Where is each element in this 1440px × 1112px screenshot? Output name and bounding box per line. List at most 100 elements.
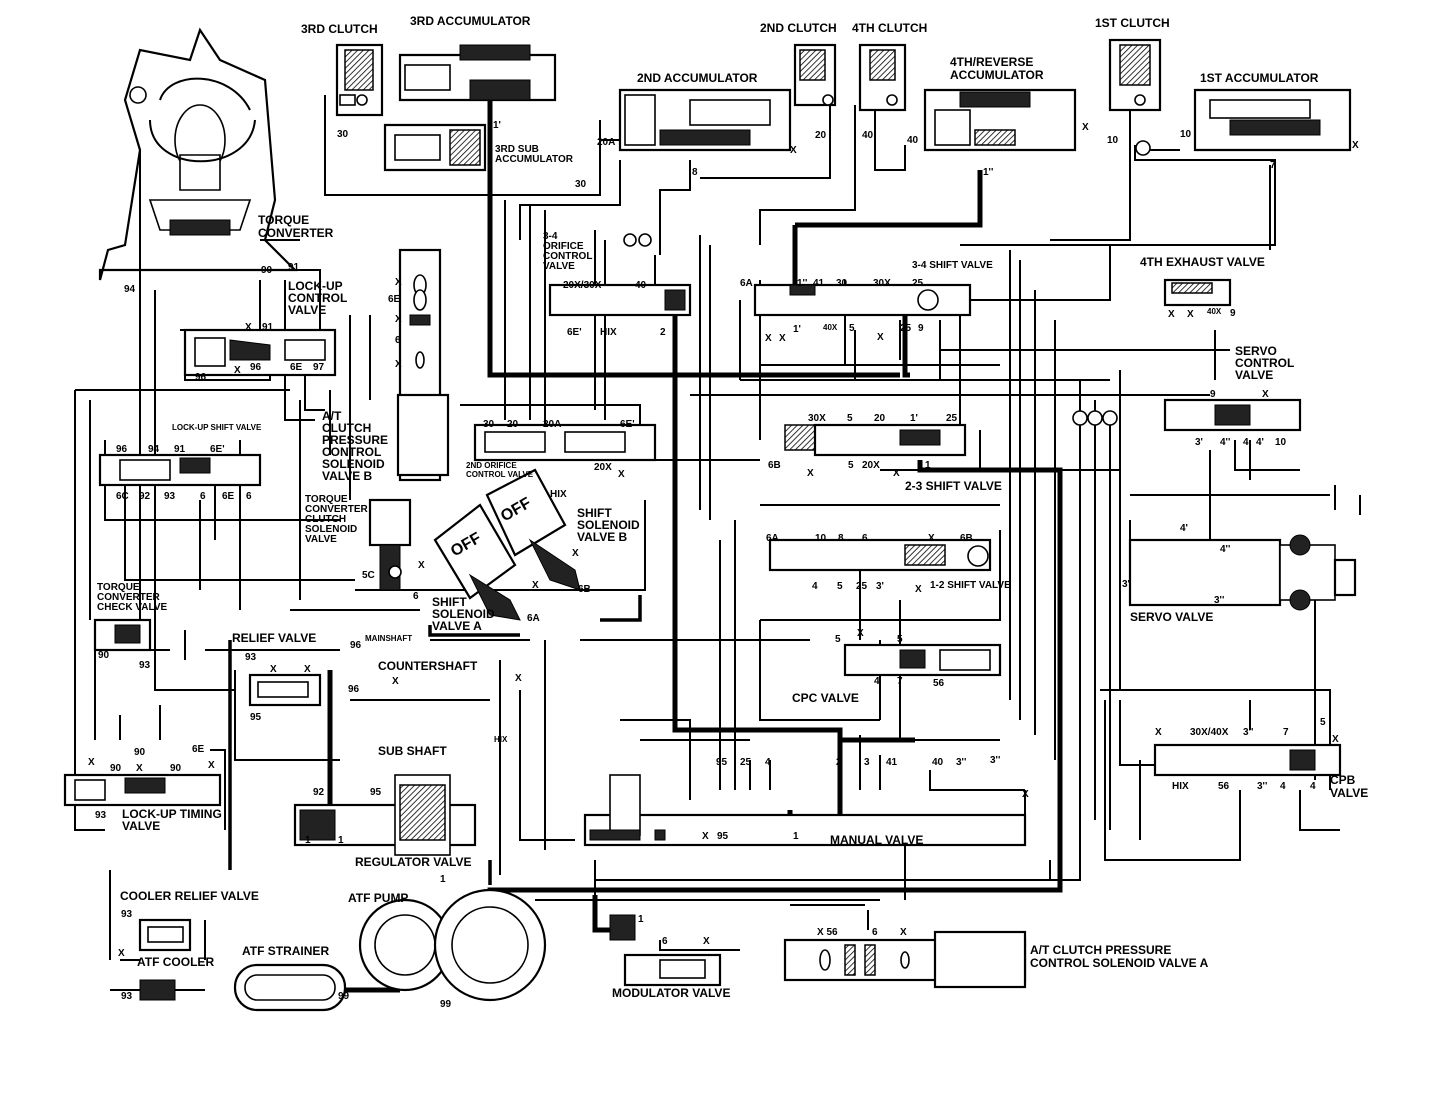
port-label: X — [532, 580, 539, 591]
label-lock-up-control-1: LOCK-UP — [288, 279, 343, 293]
torque-converter — [98, 27, 300, 281]
regulator-valve-body — [293, 774, 477, 856]
label-4th-clutch: 4TH CLUTCH — [852, 21, 927, 35]
label-1st-clutch: 1ST CLUTCH — [1095, 16, 1170, 30]
label-atcp-b-3: PRESSURE — [322, 433, 388, 447]
port-label: X — [618, 469, 625, 480]
label-3rd-accumulator: 3RD ACCUMULATOR — [410, 14, 531, 28]
port-label: 41 — [886, 757, 898, 768]
port-label: 6C — [116, 491, 129, 502]
port-label: 10 — [815, 533, 827, 544]
port-label: 6 — [395, 335, 401, 346]
port-label: 1'' — [983, 167, 993, 178]
port-label: 6E — [192, 744, 205, 755]
fourth-clutch — [858, 43, 907, 112]
label-3rd-sub-accumulator-2: ACCUMULATOR — [495, 154, 574, 165]
port-label: X — [572, 548, 579, 559]
port-label: X — [1352, 140, 1359, 151]
label-2nd-orifice-2: CONTROL VALVE — [466, 470, 534, 479]
label-shift-solenoid-b-2: SOLENOID — [577, 518, 640, 532]
port-label: 3'' — [1243, 727, 1253, 738]
port-label: 1'' — [797, 278, 807, 289]
port-label: 40X — [823, 323, 838, 332]
port-label: 4 — [765, 757, 771, 768]
label-atcp-b-5: SOLENOID — [322, 457, 385, 471]
port-label: X — [900, 927, 907, 938]
port-label: X — [270, 664, 277, 675]
port-label: X — [1332, 734, 1339, 745]
port-label: X — [515, 673, 522, 684]
port-label: X — [915, 584, 922, 595]
label-atf-strainer: ATF STRAINER — [242, 944, 329, 958]
port-label: X — [877, 332, 884, 343]
port-label: 5 — [847, 413, 853, 424]
port-label: 97 — [313, 362, 325, 373]
port-label: 6E' — [567, 327, 582, 338]
port-label: 9 — [1230, 308, 1236, 319]
port-label: 5C — [362, 570, 375, 581]
port-label: 93 — [95, 810, 107, 821]
port-label: 91 — [262, 322, 274, 333]
port-label: HIX — [550, 489, 567, 500]
port-label: X — [245, 322, 252, 333]
port-label: 94 — [148, 444, 160, 455]
fourth-reverse-accumulator — [923, 88, 1077, 152]
port-label: 25 — [912, 278, 924, 289]
port-label: 7 — [1270, 160, 1276, 171]
label-shift-solenoid-b-3: VALVE B — [577, 530, 628, 544]
port-label: 6B — [960, 533, 973, 544]
port-label: 8 — [692, 167, 698, 178]
port-label: 90 — [261, 265, 273, 276]
label-regulator-valve: REGULATOR VALVE — [355, 855, 471, 869]
shift-1-2-valve-body — [768, 538, 992, 572]
label-3-4-orifice-2: ORIFICE — [543, 241, 584, 252]
label-atcp-b-6: VALVE B — [322, 469, 373, 483]
modulator-valve-body — [609, 914, 722, 987]
port-label: 4 — [1243, 437, 1249, 448]
label-tc-check-1: TORQUE — [97, 582, 140, 593]
label-atcp-b-1: A/T — [322, 409, 342, 423]
port-label: 90 — [134, 747, 146, 758]
port-label: 99 — [338, 991, 350, 1002]
label-3-4-shift-valve: 3-4 SHIFT VALVE — [912, 260, 993, 271]
port-label: X — [208, 760, 215, 771]
port-label: 6E — [388, 294, 401, 305]
label-3-4-orifice-1: 3-4 — [543, 231, 558, 242]
port-label: X — [857, 628, 864, 639]
label-cpb-1: CPB — [1330, 773, 1356, 787]
label-servo-control-3: VALVE — [1235, 368, 1273, 382]
port-label: 3'' — [1257, 781, 1267, 792]
label-3rd-sub-accumulator-1: 3RD SUB — [495, 144, 539, 155]
label-atcp-b-4: CONTROL — [322, 445, 381, 459]
label-tcc-solenoid-1: TORQUE — [305, 494, 348, 505]
lock-up-timing-valve-body — [63, 773, 222, 807]
port-label: HIX — [494, 735, 508, 744]
port-label: 3 — [864, 757, 870, 768]
port-label: 30X — [808, 413, 826, 424]
port-label: 92 — [313, 787, 325, 798]
cpb-valve-body — [1153, 743, 1342, 777]
shift-solenoid-a-body — [433, 503, 521, 621]
port-label: X — [395, 314, 402, 325]
third-clutch — [335, 43, 384, 117]
label-shift-solenoid-a-2: SOLENOID — [432, 607, 495, 621]
port-label: X — [304, 664, 311, 675]
port-label: 30 — [836, 278, 848, 289]
port-label: 3'' — [956, 757, 966, 768]
label-atcp-a-1: A/T CLUTCH PRESSURE — [1030, 943, 1171, 957]
port-label: 93 — [164, 491, 176, 502]
port-label: 40 — [635, 280, 647, 291]
label-cpb-2: VALVE — [1330, 786, 1368, 800]
atf-cooler-body — [139, 979, 176, 1001]
cpc-valve-body — [843, 643, 1002, 677]
port-label: 4 — [874, 676, 880, 687]
port-label: 96 — [348, 684, 360, 695]
lock-up-control-valve-body — [183, 328, 337, 377]
port-label: 4 — [1310, 781, 1316, 792]
port-label: 40 — [862, 130, 874, 141]
port-label: 40X — [1207, 307, 1222, 316]
port-label: X — [395, 359, 402, 370]
port-label: 20 — [507, 419, 519, 430]
